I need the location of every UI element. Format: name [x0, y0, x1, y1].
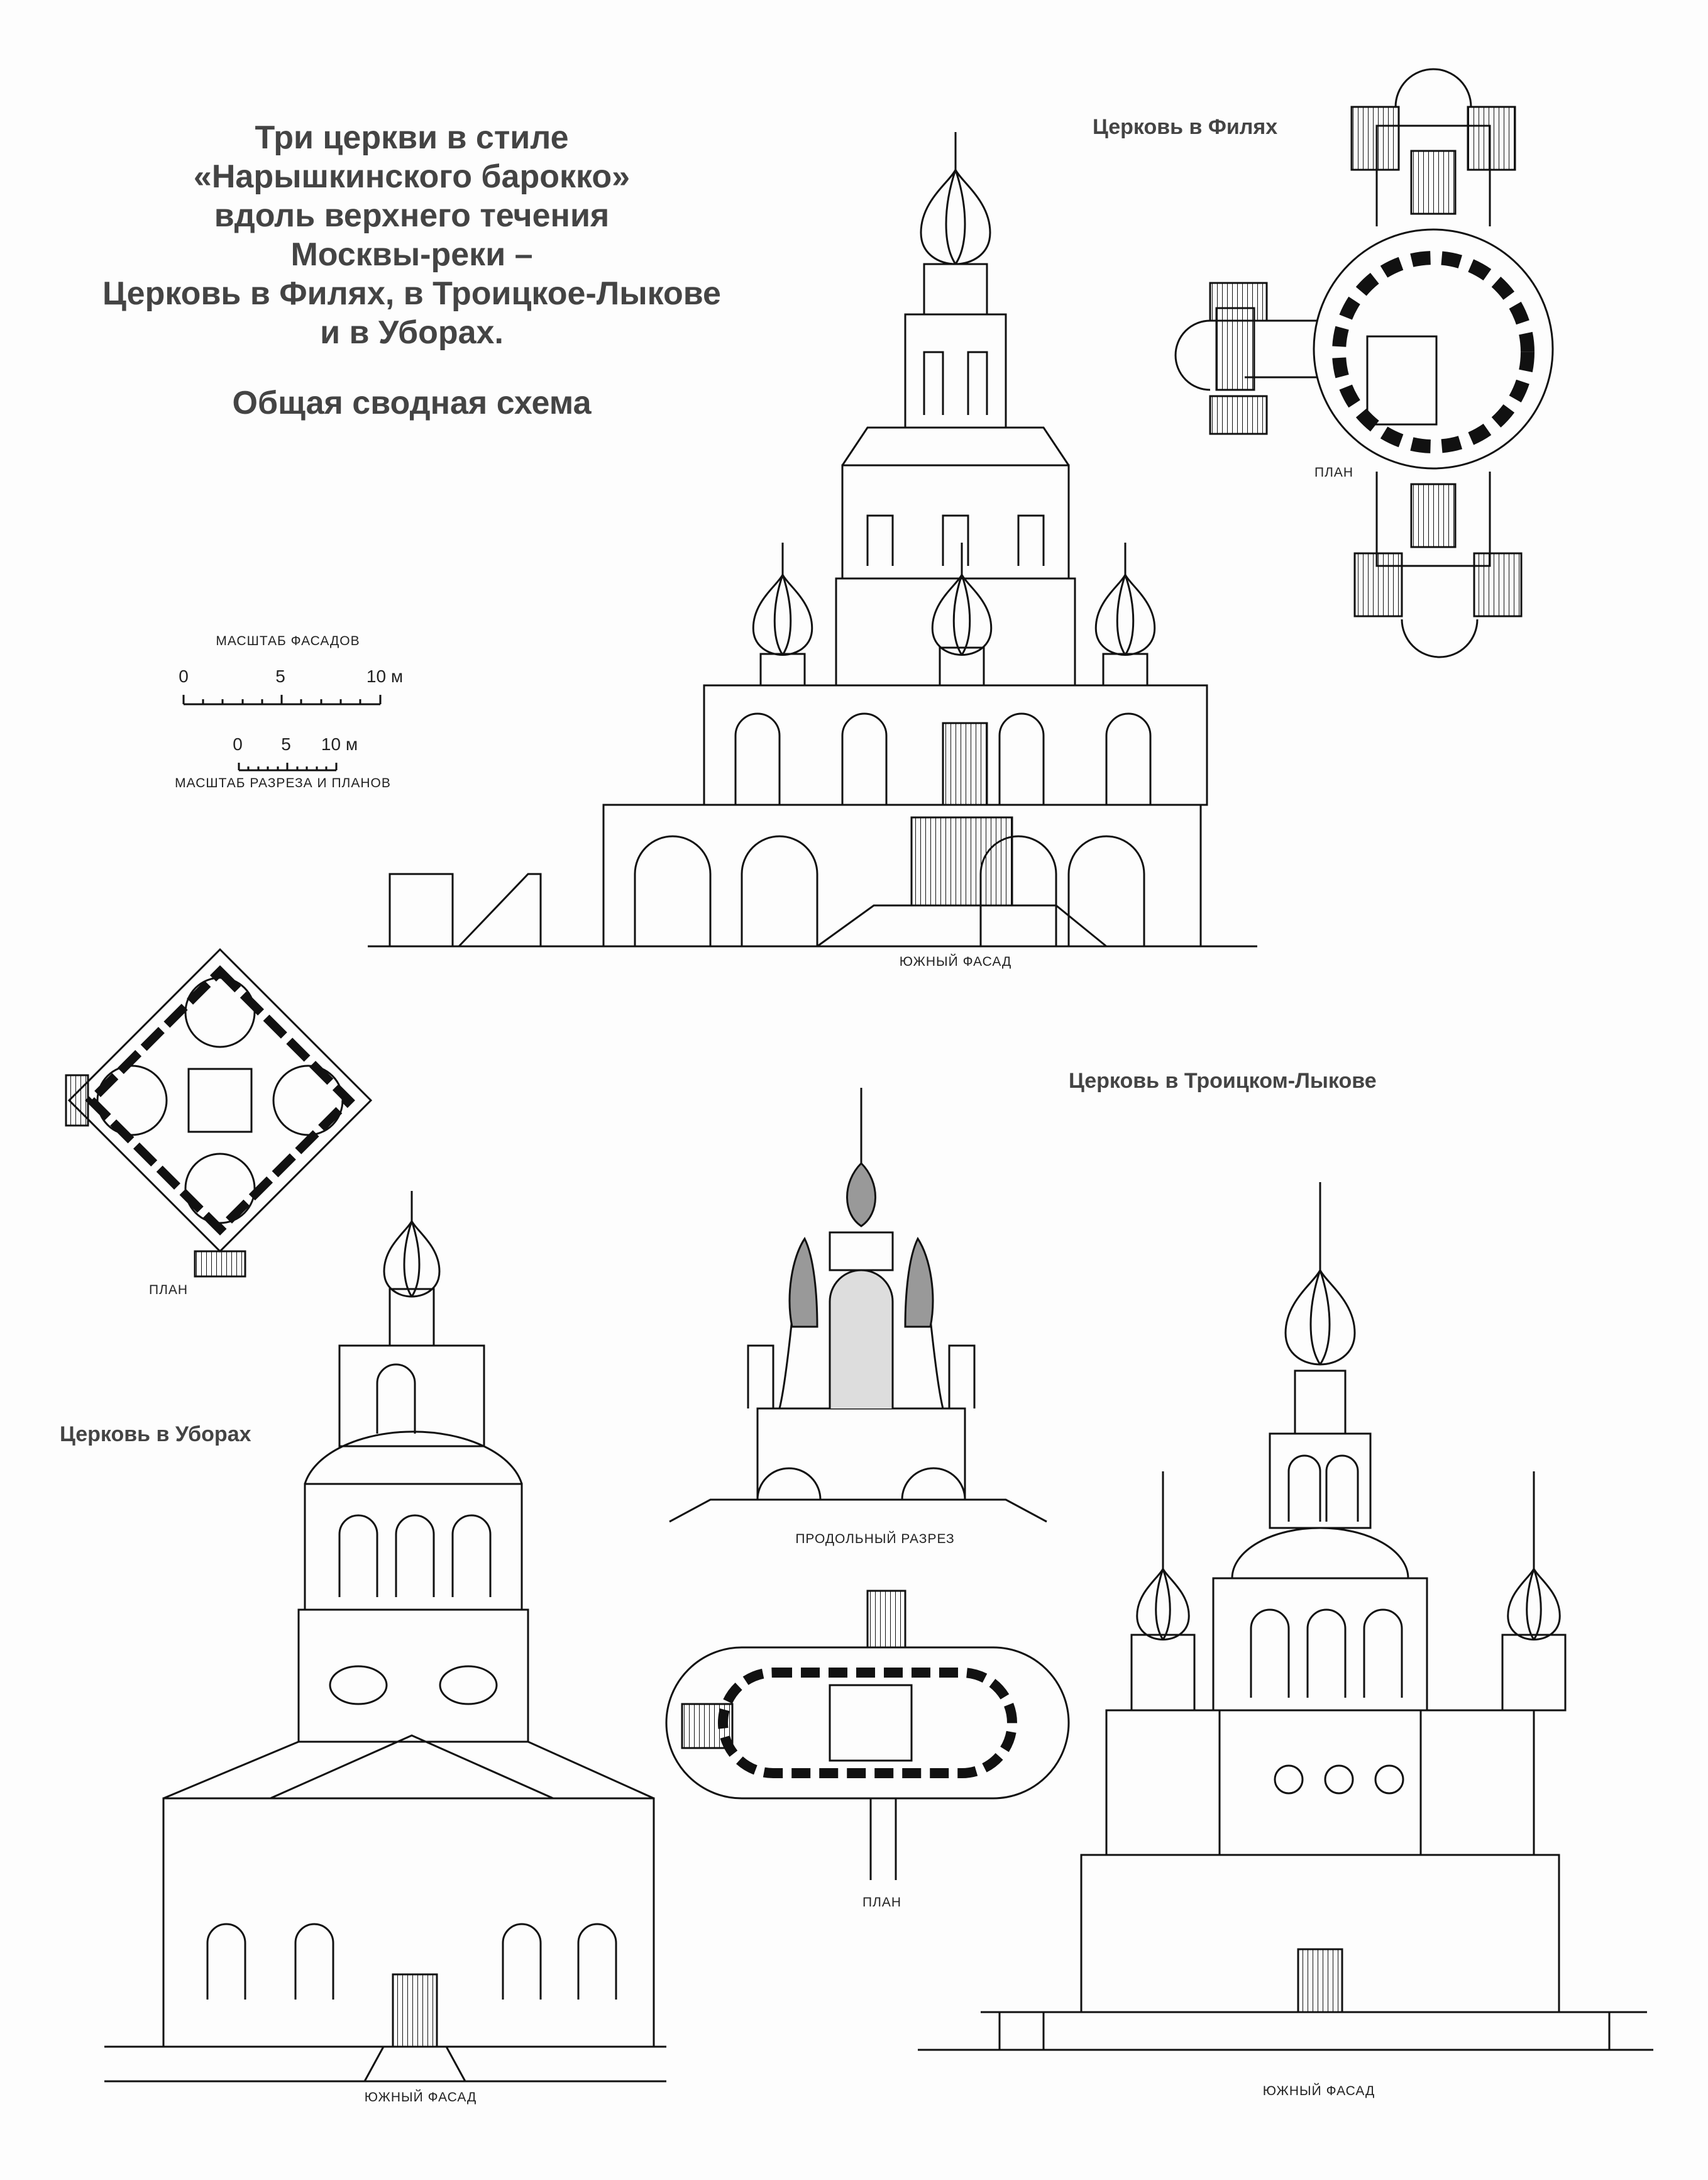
ubory-facade-label: ЮЖНЫЙ ФАСАД [364, 2090, 477, 2105]
title-line: Москвы-реки – [290, 236, 533, 273]
lykovo-south-facade [918, 1182, 1653, 2050]
facade-scale-tick: 10 м [366, 667, 404, 686]
plan-scale-bar [239, 763, 336, 770]
ubory-caption: Церковь в Уборах [60, 1422, 251, 1446]
fili-facade-label: ЮЖНЫЙ ФАСАД [899, 954, 1012, 969]
fili-south-facade [368, 131, 1257, 946]
plan-scale-label: МАСШТАБ РАЗРЕЗА И ПЛАНОВ [175, 776, 391, 790]
plan-scale-tick: 0 [233, 734, 243, 754]
title-line: вдоль верхнего течения [214, 197, 610, 234]
document-subtitle: Общая сводная схема [232, 385, 592, 421]
plan-scale-tick: 10 м [321, 734, 358, 754]
facade-scale-tick: 5 [275, 667, 285, 686]
document-title: Три церкви в стиле «Нарышкинского барокк… [101, 118, 723, 352]
facade-scale-tick: 0 [179, 667, 189, 686]
title-line: и в Уборах. [320, 314, 504, 351]
lykovo-plan-quatrefoil [66, 949, 371, 1276]
title-line: Три церкви в стиле [255, 119, 569, 156]
lykovo-caption: Церковь в Троицком-Лыкове [1069, 1069, 1377, 1093]
lykovo-facade-label: ЮЖНЫЙ ФАСАД [1262, 2084, 1375, 2098]
ubory-south-facade [104, 1190, 666, 2081]
facade-scale-bar [184, 695, 380, 704]
plan-scale-tick: 5 [281, 734, 291, 754]
fili-plan-label: ПЛАН [1314, 465, 1354, 480]
title-line: «Нарышкинского барокко» [193, 158, 631, 195]
lykovo-section [669, 1088, 1047, 1522]
fili-caption: Церковь в Филях [1093, 115, 1278, 139]
lykovo-plan-oval [666, 1591, 1069, 1880]
lykovo-plan-label: ПЛАН [148, 1283, 189, 1297]
facade-scale-label: МАСШТАБ ФАСАДОВ [216, 634, 360, 648]
lykovo-section-label: ПРОДОЛЬНЫЙ РАЗРЕЗ [795, 1532, 955, 1546]
fili-plan [1176, 69, 1553, 657]
title-line: Церковь в Филях, в Троицкое-Лыкове [102, 275, 721, 312]
lykovo-plan2-label: ПЛАН [862, 1895, 902, 1910]
